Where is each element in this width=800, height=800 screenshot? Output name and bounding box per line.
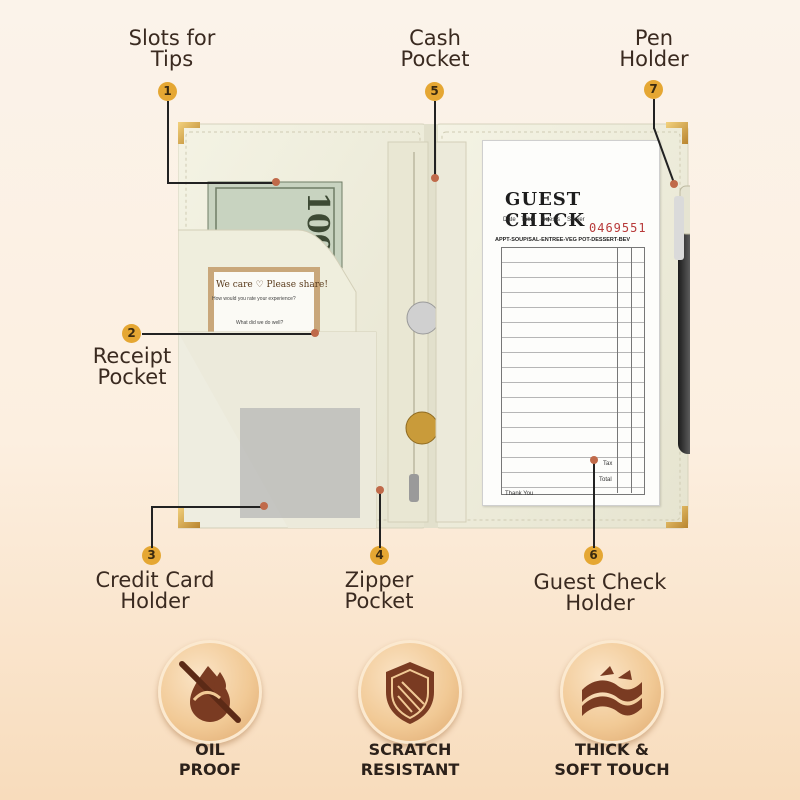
survey-card-bottom: What did we do well? <box>236 320 284 326</box>
callout-dot-7 <box>670 180 678 188</box>
callout-dot-4 <box>376 486 384 494</box>
guest-check-lines <box>501 247 645 495</box>
feature-label-thick-soft-touch: THICK & SOFT TOUCH <box>554 740 670 779</box>
soft-layers-icon <box>582 666 642 716</box>
leader-line-1-v <box>167 101 169 183</box>
feature-label-scratch-resistant: SCRATCH RESISTANT <box>360 740 460 779</box>
leader-line-4 <box>379 490 381 548</box>
callout-label-cash-pocket: Cash Pocket <box>400 26 470 71</box>
guest-check-field-table: Table <box>521 217 536 223</box>
oil-proof-icon <box>158 640 262 744</box>
guest-check-field-guests: Guests <box>541 217 561 223</box>
callout-dot-5 <box>431 174 439 182</box>
callout-dot-6 <box>590 456 598 464</box>
leader-line-2 <box>142 333 314 335</box>
callout-number-3: 3 <box>142 546 161 565</box>
leader-line-5 <box>434 101 436 177</box>
callout-number-7: 7 <box>644 80 663 99</box>
callout-label-credit-card-holder: Credit Card Holder <box>95 568 215 613</box>
survey-card-title: We care ♡ Please share! <box>216 280 328 290</box>
callout-dot-3 <box>260 502 268 510</box>
guest-check-field-date: Date <box>503 217 516 223</box>
leader-line-6 <box>593 460 595 548</box>
guest-check-field-server: Server <box>567 217 585 223</box>
callout-dot-1 <box>272 178 280 186</box>
oil-drop-icon <box>179 661 241 723</box>
shield-icon <box>358 640 462 744</box>
guest-check-title: GUEST CHECK <box>505 189 586 231</box>
callout-label-guest-check-holder: Guest Check Holder <box>533 570 667 615</box>
layers-icon <box>560 640 664 744</box>
callout-label-pen-holder: Pen Holder <box>619 26 689 71</box>
leader-line-3-v <box>151 506 153 548</box>
guest-check-tax-label: Tax <box>603 461 613 467</box>
callout-dot-2 <box>311 329 319 337</box>
callout-number-4: 4 <box>370 546 389 565</box>
feature-label-oil-proof: OIL PROOF <box>178 740 242 779</box>
leader-line-1-h <box>167 182 275 184</box>
callout-label-zipper-pocket: Zipper Pocket <box>344 568 414 613</box>
guest-check-pad: GUEST CHECK Date Table Guests Server 046… <box>482 140 660 506</box>
guest-check-number: 0469551 <box>589 221 647 235</box>
callout-label-receipt-pocket: Receipt Pocket <box>92 344 172 389</box>
leader-line-3-h <box>151 506 263 508</box>
callout-number-2: 2 <box>122 324 141 343</box>
leader-line-7-v <box>653 99 655 129</box>
guest-check-columns: APPT-SOUP/SAL-ENTREE-VEG POT-DESSERT-BEV <box>495 237 631 243</box>
callout-number-6: 6 <box>584 546 603 565</box>
callout-label-tip-slots: Slots for Tips <box>128 26 216 71</box>
guest-check-total-label: Total <box>599 477 612 483</box>
survey-card-question: How would you rate your experience? <box>212 296 296 302</box>
scratch-shield-icon <box>386 662 434 724</box>
guest-check-thank-you: Thank You <box>505 491 534 497</box>
callout-number-1: 1 <box>158 82 177 101</box>
callout-number-5: 5 <box>425 82 444 101</box>
guest-check-col-divider <box>617 247 618 493</box>
guest-check-col-divider-2 <box>631 247 632 493</box>
